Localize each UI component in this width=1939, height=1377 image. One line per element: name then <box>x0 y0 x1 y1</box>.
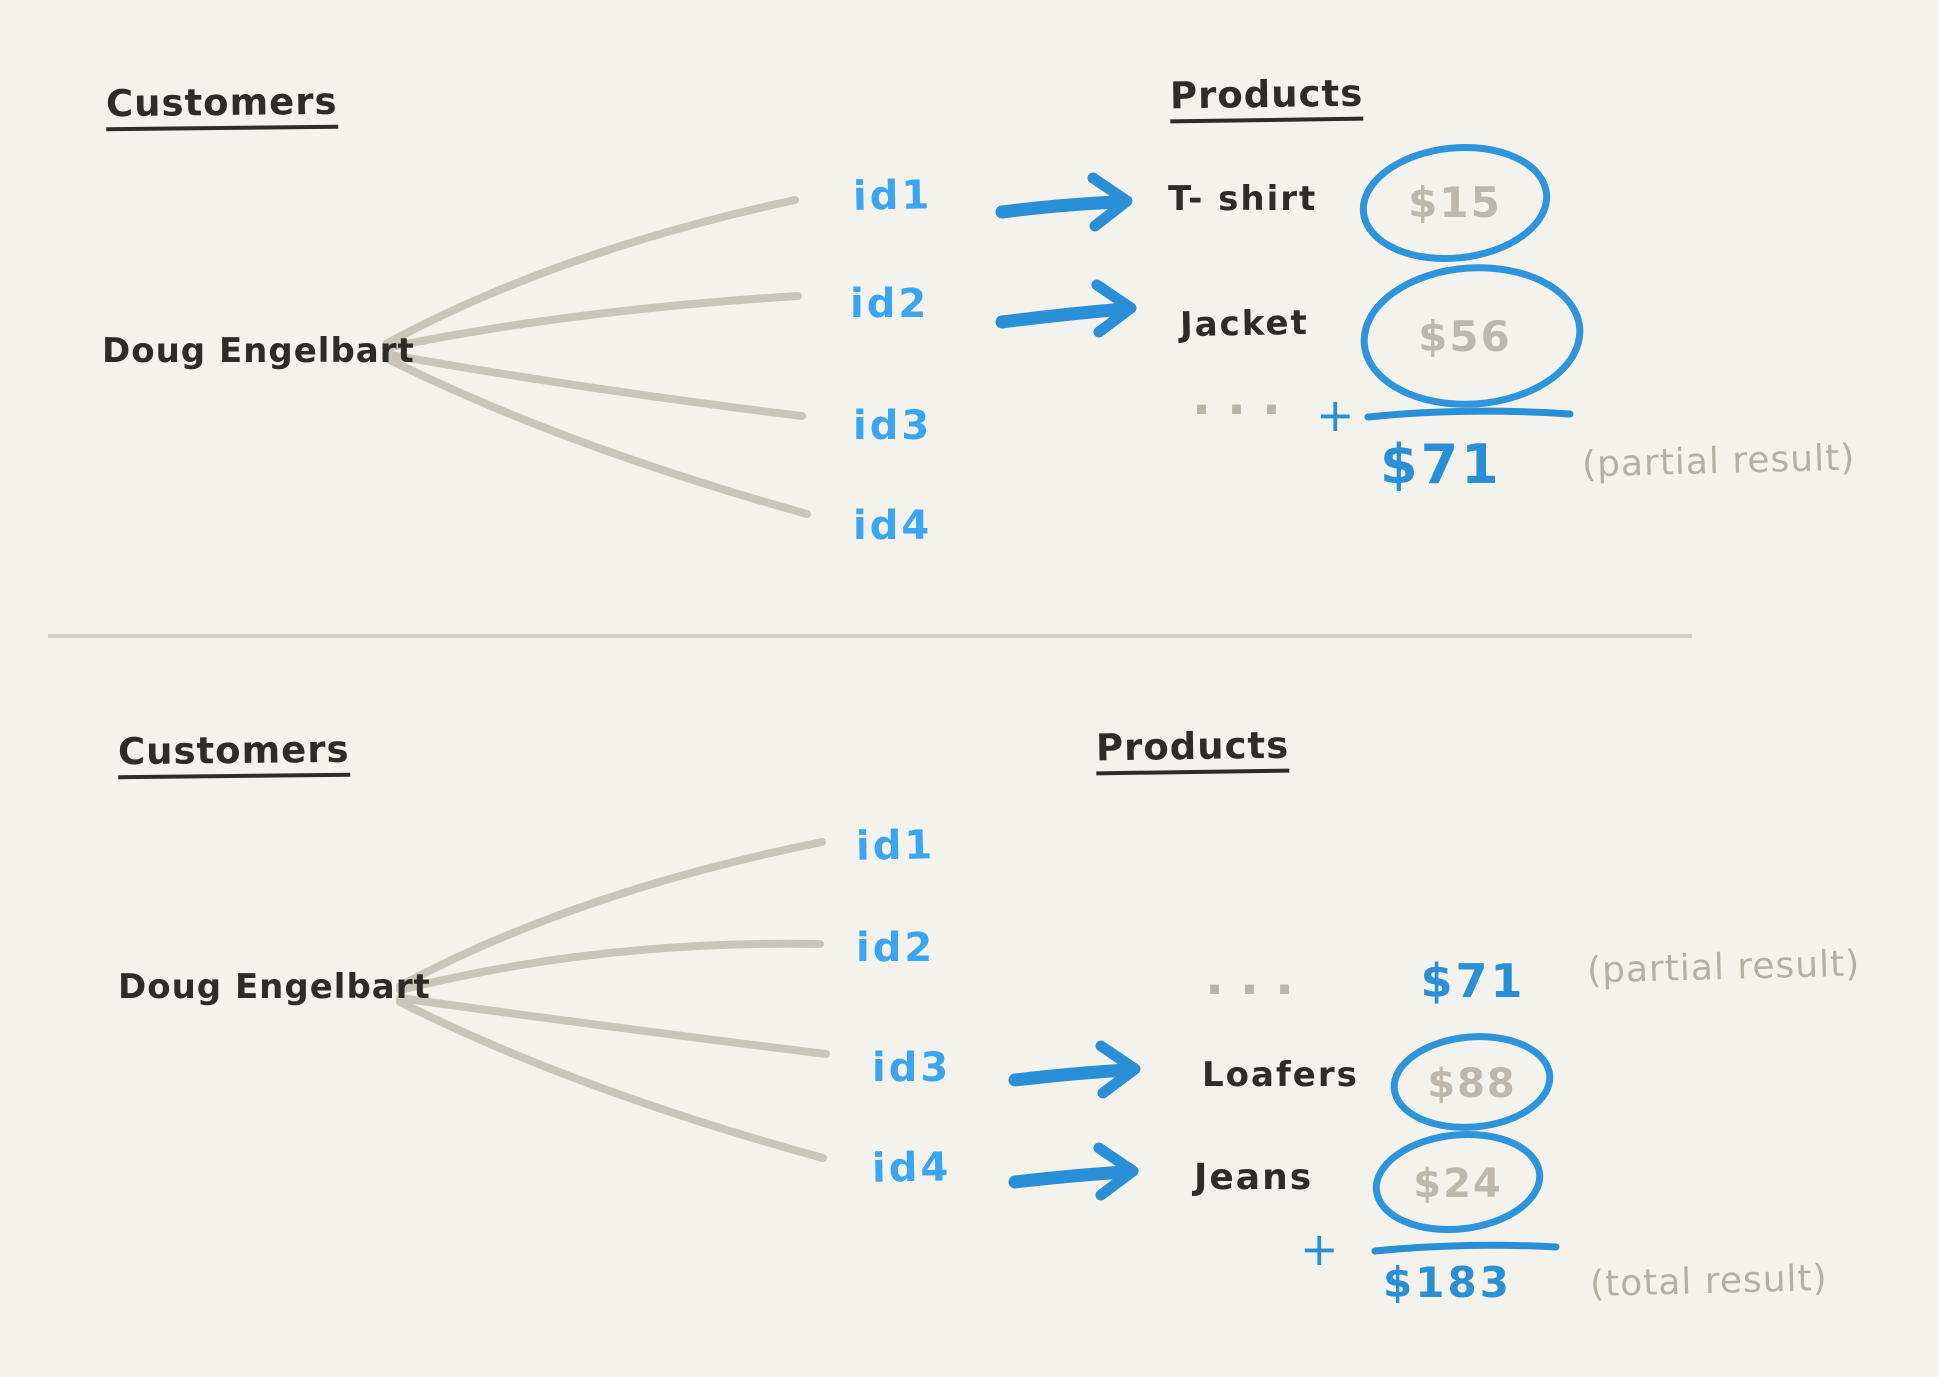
bottom-product-jeans: Jeans <box>1194 1157 1314 1198</box>
bottom-fan-line-id1 <box>396 838 826 990</box>
bottom-id2-label: id2 <box>856 925 936 971</box>
arrow-right-icon <box>1008 1165 1133 1189</box>
top-product-jacket: Jacket <box>1179 302 1310 346</box>
top-plus-sign: + <box>1316 388 1355 442</box>
top-id4-label: id4 <box>853 503 933 549</box>
bottom-products-heading: Products <box>1096 724 1290 776</box>
top-price-tshirt: $15 <box>1408 178 1502 227</box>
top-fan-line-id4 <box>382 354 811 518</box>
top-id3-label: id3 <box>853 403 933 449</box>
bottom-customers-heading: Customers <box>118 728 350 780</box>
bottom-fan-line-id2 <box>396 939 824 994</box>
top-fan-line-id2 <box>382 292 802 352</box>
map-arrows <box>995 172 1141 1201</box>
top-sum-note: (partial result) <box>1581 437 1856 486</box>
top-sum-value: $71 <box>1380 433 1502 496</box>
arrow-right-head-icon <box>1095 1040 1141 1099</box>
top-id2-label: id2 <box>850 281 930 327</box>
bottom-product-loafers: Loafers <box>1202 1055 1359 1095</box>
bottom-carry-ellipsis: ... <box>1205 948 1310 1006</box>
bottom-price-jeans: $24 <box>1413 1161 1503 1207</box>
bottom-id4-label: id4 <box>871 1144 952 1192</box>
top-price-jacket: $56 <box>1418 312 1512 361</box>
top-product-tshirt: T- shirt <box>1168 179 1318 219</box>
arrow-right-head-icon <box>1091 279 1137 338</box>
bottom-price-loafers: $88 <box>1427 1061 1517 1107</box>
top-products-heading: Products <box>1170 72 1364 124</box>
bottom-fan-line-id4 <box>396 998 827 1162</box>
arrow-right-icon <box>995 195 1127 219</box>
bottom-sum-line <box>1371 1241 1560 1255</box>
bottom-carry-note: (partial result) <box>1586 943 1861 992</box>
bottom-customer-name: Doug Engelbart <box>118 967 431 1007</box>
top-fan-line-id3 <box>382 350 806 420</box>
bottom-sum-note: (total result) <box>1589 1257 1829 1306</box>
bottom-fan-line-id3 <box>396 994 830 1058</box>
top-fan-lines <box>382 196 811 518</box>
sum-lines <box>1364 407 1574 1255</box>
top-id1-label: id1 <box>852 172 933 220</box>
top-customers-heading: Customers <box>106 80 338 132</box>
arrow-right-head-icon <box>1093 1142 1139 1201</box>
top-fan-line-id1 <box>382 196 799 348</box>
arrow-right-icon <box>995 302 1131 329</box>
arrow-right-head-icon <box>1087 172 1133 232</box>
top-customer-name: Doug Engelbart <box>102 331 415 371</box>
bottom-carry-value: $71 <box>1420 954 1526 1008</box>
bottom-fan-lines <box>396 838 830 1162</box>
bottom-id3-label: id3 <box>872 1045 952 1091</box>
bottom-sum-value: $183 <box>1383 1258 1512 1307</box>
top-sum-line <box>1364 407 1574 421</box>
bottom-plus-sign: + <box>1300 1222 1339 1276</box>
top-ellipsis: ... <box>1192 368 1297 426</box>
bottom-id1-label: id1 <box>855 822 936 870</box>
arrow-right-icon <box>1008 1063 1135 1087</box>
